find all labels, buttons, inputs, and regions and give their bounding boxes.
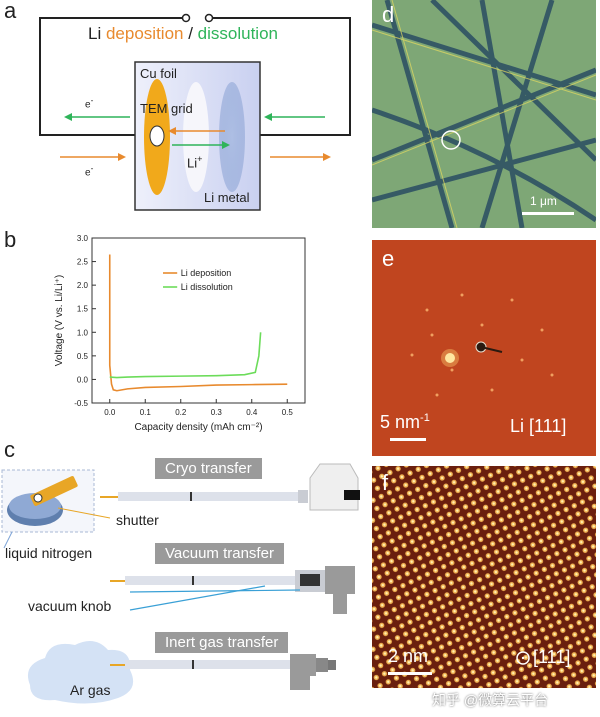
shutter-label: shutter	[116, 512, 159, 528]
grid-hole	[149, 125, 165, 147]
circuit-wire-right	[210, 17, 351, 136]
vacuum-knob-label: vacuum knob	[28, 598, 112, 614]
panel-label-e: e	[382, 246, 395, 271]
scale-bar-d	[522, 212, 574, 215]
panel-label-a: a	[4, 0, 17, 23]
cryo-transfer-banner: Cryo transfer	[155, 458, 262, 479]
y-tick-label: -0.5	[74, 399, 88, 408]
y-tick-label: 2.5	[77, 258, 89, 267]
y-tick-label: 1.0	[77, 328, 89, 337]
inert-transfer-banner: Inert gas transfer	[155, 632, 289, 653]
x-tick-label: 0.3	[211, 408, 223, 417]
y-axis-label: Voltage (V vs. Li/Li⁺)	[54, 275, 65, 366]
watermark: 知乎 @微算云平台	[432, 692, 549, 708]
deposition-word: deposition	[105, 24, 184, 43]
x-tick-label: 0.4	[246, 408, 258, 417]
x-tick-label: 0.1	[140, 408, 152, 417]
x-tick-label: 0.5	[282, 408, 294, 417]
panel-label-f: f	[382, 470, 389, 495]
electron-label-top: e-	[85, 95, 94, 111]
scale-bar-f	[388, 672, 432, 675]
li-metal-disk	[219, 82, 245, 192]
li-metal-label: Li metal	[204, 190, 250, 205]
panel-a-schematic	[39, 13, 351, 211]
zone-axis-f: [111]	[533, 647, 571, 667]
panel-a-title: Li deposition / dissolution	[88, 24, 278, 43]
scale-bar-e	[390, 438, 426, 441]
x-tick-label: 0.2	[175, 408, 187, 417]
y-tick-label: 3.0	[77, 234, 89, 243]
tem-grid-disk	[183, 82, 209, 192]
central-beam	[445, 353, 455, 363]
scale-text-d: 1 μm	[530, 194, 557, 208]
legend-entry: Li dissolution	[181, 282, 233, 292]
panel-label-d: d	[382, 2, 395, 27]
y-tick-label: 0.0	[77, 375, 89, 384]
scale-text-f: 2 nm	[388, 646, 429, 666]
vacuum-knob-body	[325, 566, 355, 594]
switch-contact-right	[204, 13, 214, 23]
panel-d-micrograph: d 1 μm	[372, 0, 596, 228]
electron-label-bottom: e-	[85, 163, 94, 179]
cryo-dewar	[309, 463, 359, 511]
zone-axis-symbol	[516, 651, 530, 665]
panel-f-hrtem: f 2 nm [111]	[372, 466, 596, 688]
y-tick-label: 0.5	[77, 352, 89, 361]
selected-area-circle	[441, 130, 461, 150]
legend-entry: Li deposition	[181, 268, 232, 278]
scale-text-e: 5 nm-1	[380, 412, 430, 432]
li-ion-label: Li+	[187, 154, 203, 171]
y-tick-label: 1.5	[77, 305, 89, 314]
voltage-capacity-chart: 0.0 0.1 0.2 0.3 0.4 0.5 -0.5 0.0 0.5 1.0 1.5 2.0 2.5…	[54, 234, 306, 433]
y-tick-label: 2.0	[77, 281, 89, 290]
panel-label-c: c	[4, 437, 15, 462]
inert-holder-rod	[125, 660, 290, 669]
x-axis-label: Capacity density (mAh cm⁻²)	[134, 422, 262, 433]
vacuum-transfer-banner: Vacuum transfer	[155, 543, 284, 564]
panel-e-diffraction: e 5 nm-1 Li [111]	[372, 240, 596, 456]
panel-label-b: b	[4, 227, 17, 252]
panel-c-schematic	[1, 463, 360, 704]
vacuum-holder-rod	[125, 576, 295, 585]
zone-axis-e: Li [111]	[510, 416, 567, 436]
tem-grid-label: TEM grid	[140, 101, 193, 116]
ar-gas-cloud	[27, 641, 134, 704]
liquid-nitrogen-label: liquid nitrogen	[5, 545, 93, 561]
cryo-holder-rod	[118, 492, 298, 501]
plot-frame	[91, 237, 306, 404]
ar-gas-label: Ar gas	[70, 682, 111, 698]
switch-contact-left	[181, 13, 191, 23]
dissolution-word: dissolution	[197, 24, 278, 43]
cu-foil-label: Cu foil	[140, 66, 177, 81]
series-line-dissolution	[109, 332, 262, 379]
x-tick-label: 0.0	[104, 408, 116, 417]
circuit-wire	[39, 17, 185, 136]
